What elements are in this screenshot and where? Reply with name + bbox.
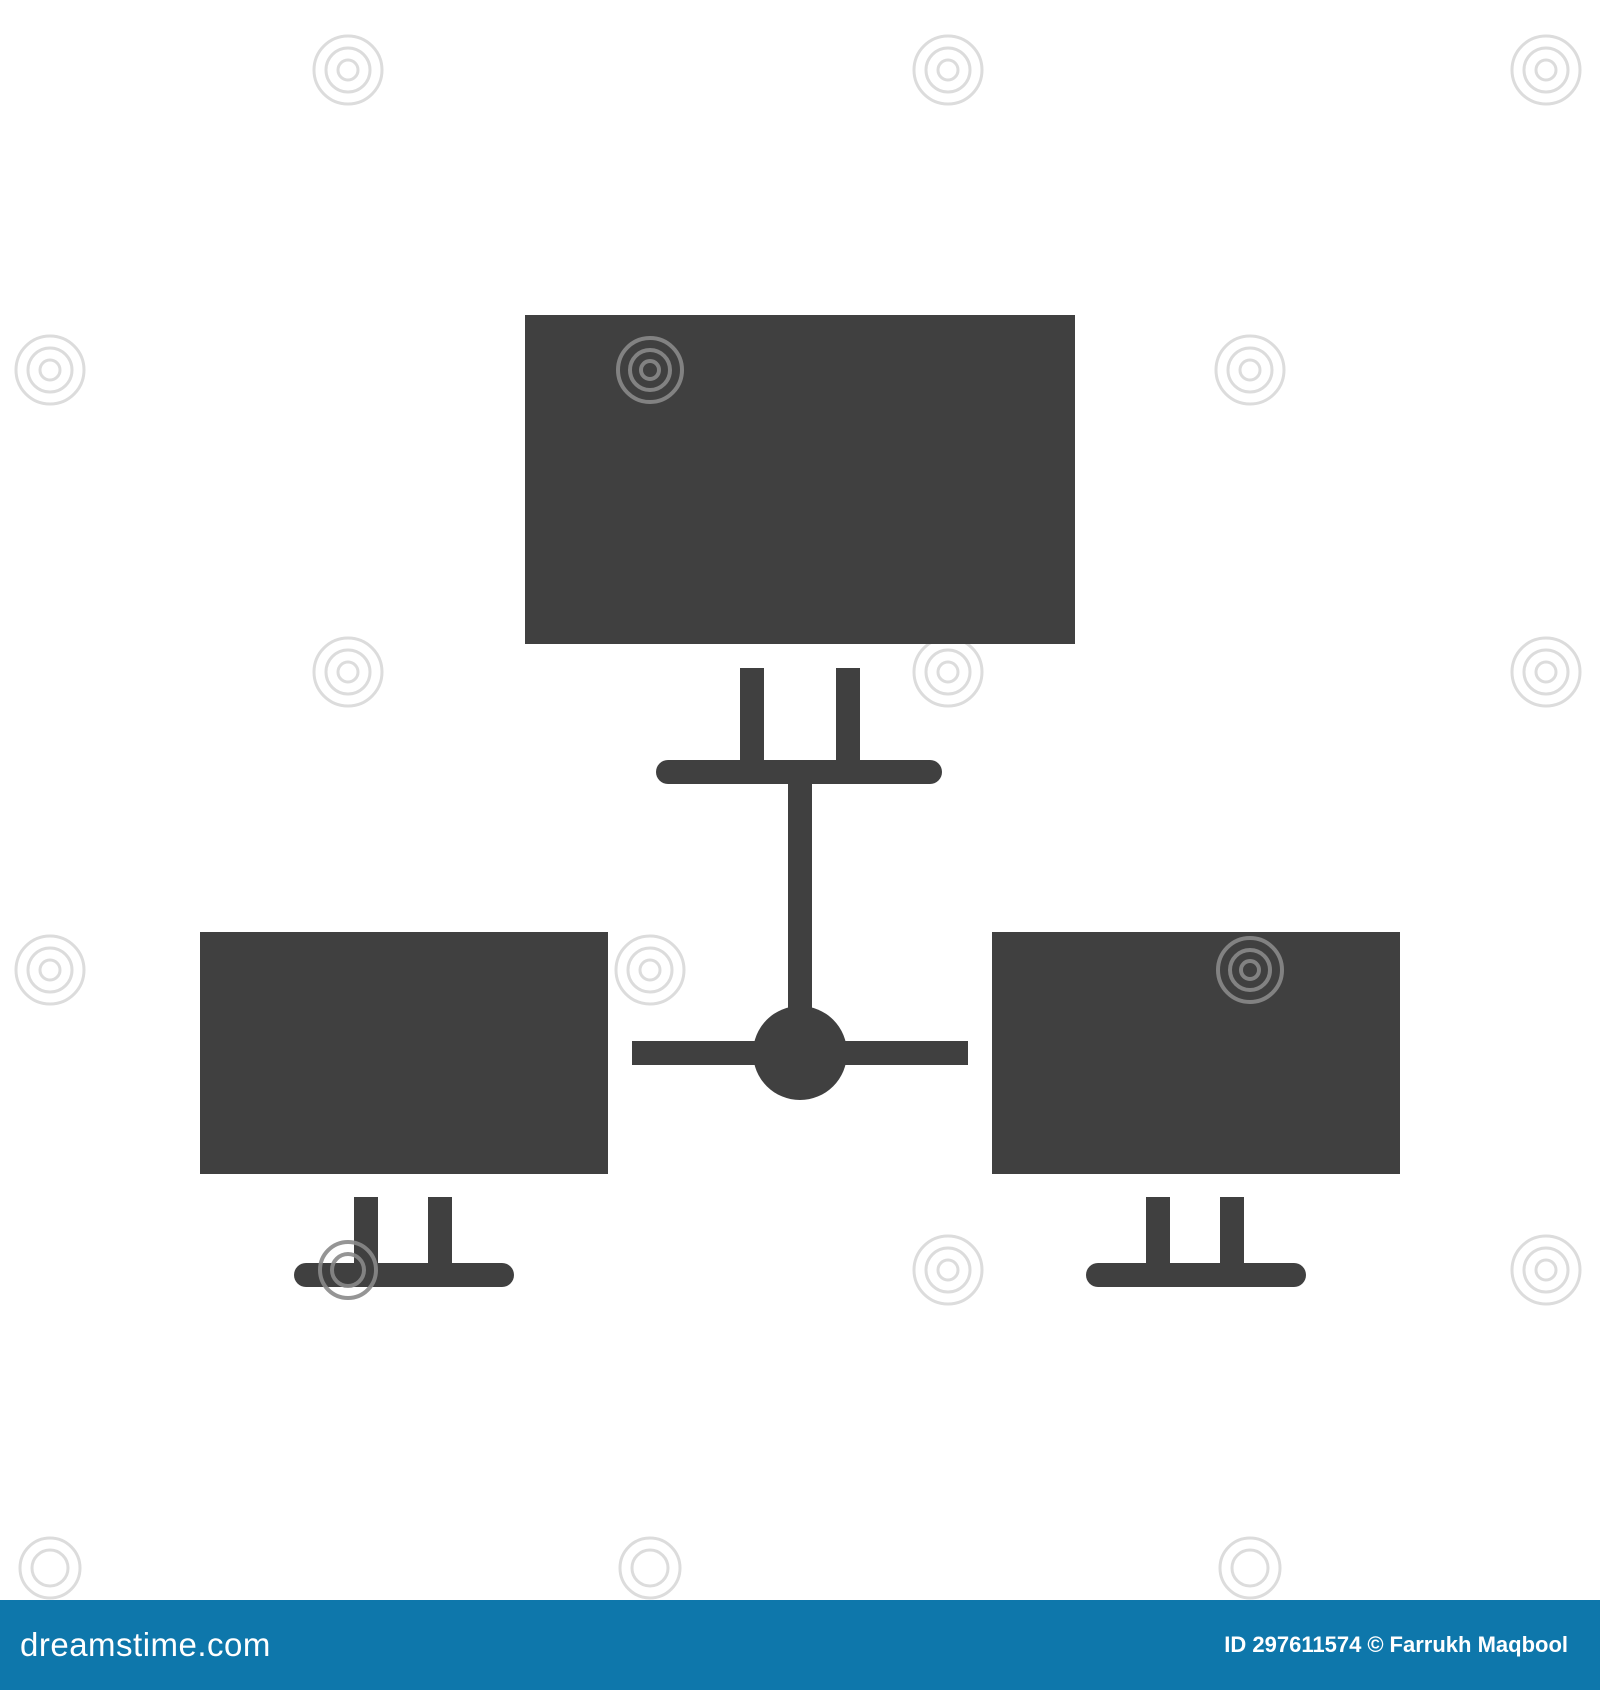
spiral-icon bbox=[1214, 334, 1286, 406]
author-name: Farrukh Maqbool bbox=[1389, 1632, 1568, 1657]
network-icon bbox=[200, 315, 1400, 1287]
watermark-layer bbox=[14, 34, 1582, 1600]
vertical-connector bbox=[788, 772, 812, 1030]
spiral-icon bbox=[14, 334, 86, 406]
spiral-icon bbox=[616, 336, 684, 404]
top-monitor-stand-right bbox=[836, 668, 860, 763]
image-id: ID 297611574 bbox=[1224, 1632, 1362, 1657]
spiral-icon bbox=[618, 1536, 682, 1600]
spiral-icon bbox=[312, 636, 384, 708]
spiral-icon bbox=[18, 1536, 82, 1600]
left-monitor-stand-right bbox=[428, 1197, 452, 1267]
spiral-icon bbox=[312, 34, 384, 106]
spiral-icon bbox=[1510, 34, 1582, 106]
spiral-icon bbox=[912, 34, 984, 106]
brand-logo-text: dreamstime.com bbox=[20, 1626, 271, 1663]
top-monitor-stand-left bbox=[740, 668, 764, 763]
spiral-icon bbox=[1510, 1234, 1582, 1306]
network-illustration bbox=[14, 34, 1582, 1600]
spiral-icon bbox=[14, 934, 86, 1006]
spiral-icon bbox=[912, 636, 984, 708]
right-monitor-screen bbox=[992, 932, 1400, 1174]
right-monitor-stand-left bbox=[1146, 1197, 1170, 1267]
spiral-icon bbox=[614, 934, 686, 1006]
horizontal-connector bbox=[632, 1041, 968, 1065]
right-monitor-stand-right bbox=[1220, 1197, 1244, 1267]
top-monitor-screen bbox=[525, 315, 1075, 644]
footer-bar: dreamstime.com ID 297611574 © Farrukh Ma… bbox=[0, 1600, 1600, 1690]
spiral-icon bbox=[912, 1234, 984, 1306]
spiral-icon bbox=[1218, 1536, 1282, 1600]
copyright-symbol: © bbox=[1367, 1632, 1384, 1657]
left-monitor-screen bbox=[200, 932, 608, 1174]
spiral-icon bbox=[318, 1240, 378, 1300]
spiral-icon bbox=[1216, 936, 1284, 1004]
spiral-icon bbox=[1510, 636, 1582, 708]
image-credit: ID 297611574 © Farrukh Maqbool bbox=[1224, 1632, 1568, 1658]
watermark-overlay bbox=[318, 336, 1284, 1300]
